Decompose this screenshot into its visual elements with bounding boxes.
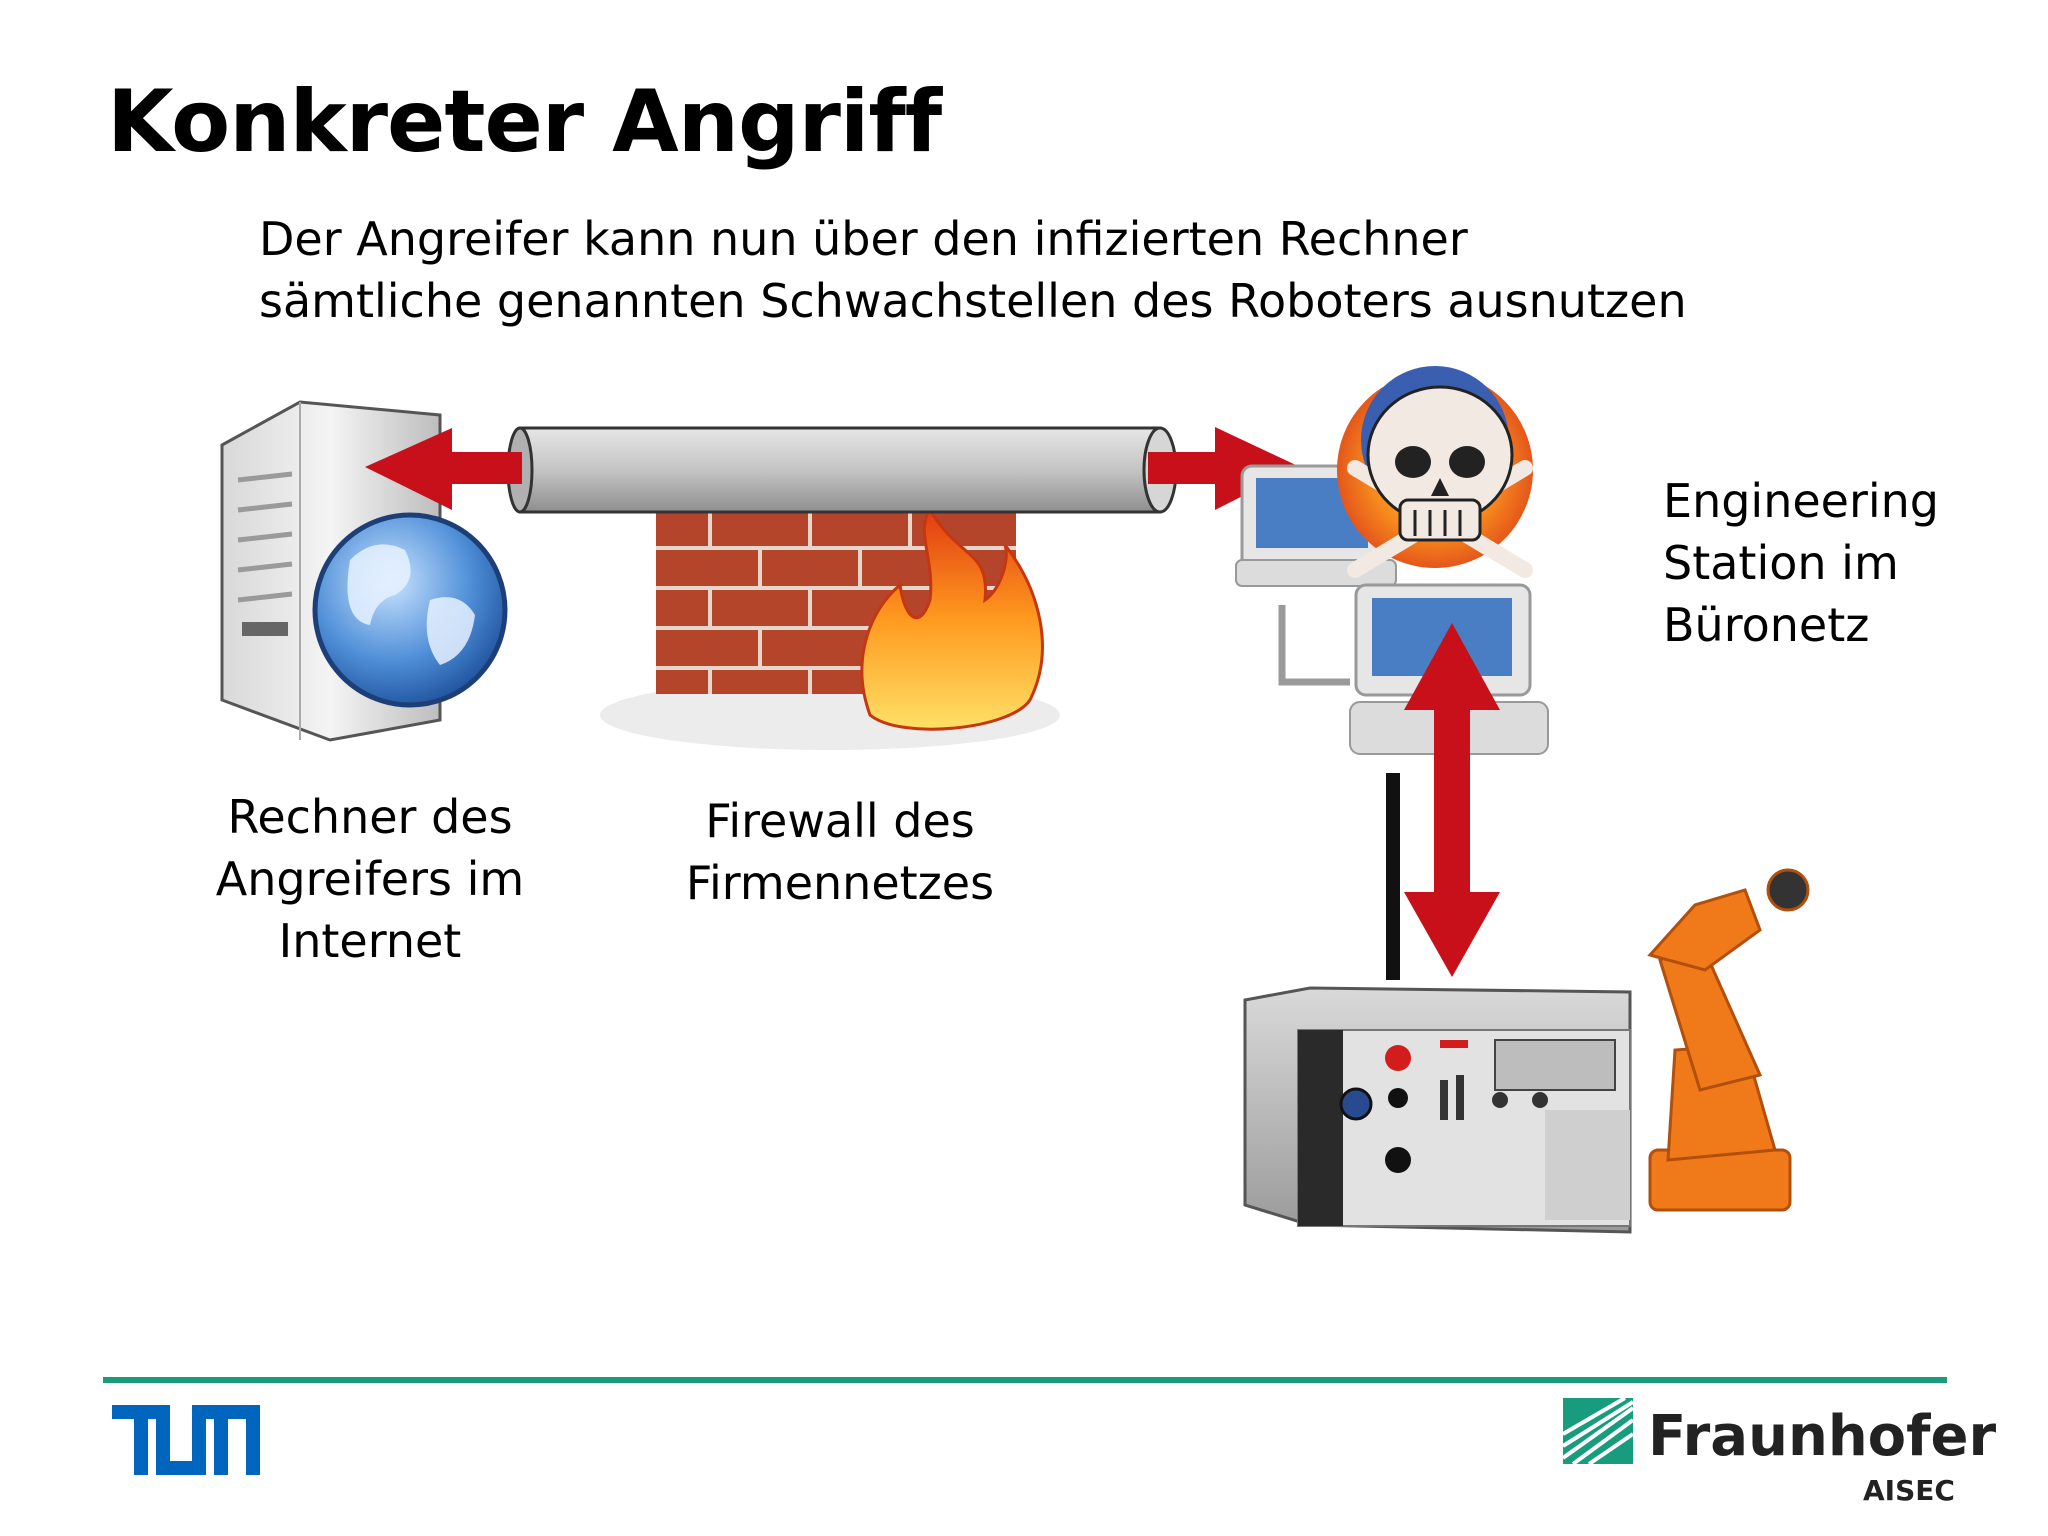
globe-icon — [315, 515, 505, 705]
fraunhofer-name: Fraunhofer — [1648, 1404, 1996, 1469]
engineering-caption-line: Engineering — [1663, 470, 2023, 532]
footer-divider — [103, 1377, 1947, 1383]
attacker-caption-line: Angreifers im — [170, 848, 570, 910]
fraunhofer-logo-mark — [1563, 1398, 1633, 1464]
firewall-caption-line: Firewall des — [650, 790, 1030, 852]
fraunhofer-unit: AISEC — [1863, 1474, 1955, 1507]
firewall-caption: Firewall des Firmennetzes — [650, 790, 1030, 914]
firewall-caption-line: Firmennetzes — [650, 852, 1030, 914]
infected-workstation-icon — [1236, 366, 1548, 754]
engineering-station-caption: Engineering Station im Büronetz — [1663, 470, 2023, 656]
attacker-caption: Rechner des Angreifers im Internet — [170, 786, 570, 972]
engineering-caption-line: Büronetz — [1663, 594, 2023, 656]
robot-controller-icon — [1245, 988, 1630, 1232]
slide-subtitle-line-1: Der Angreifer kann nun über den infizier… — [259, 212, 1468, 266]
slide-title: Konkreter Angriff — [107, 72, 941, 172]
firewall-icon — [600, 510, 1060, 750]
engineering-caption-line: Station im — [1663, 532, 2023, 594]
attacker-caption-line: Internet — [170, 910, 570, 972]
robot-arm-icon — [1650, 870, 1808, 1210]
tunnel-pipe — [508, 428, 1176, 512]
tum-logo — [112, 1405, 262, 1477]
slide-subtitle-line-2: sämtliche genannten Schwachstellen des R… — [259, 274, 1687, 328]
attacker-caption-line: Rechner des — [170, 786, 570, 848]
